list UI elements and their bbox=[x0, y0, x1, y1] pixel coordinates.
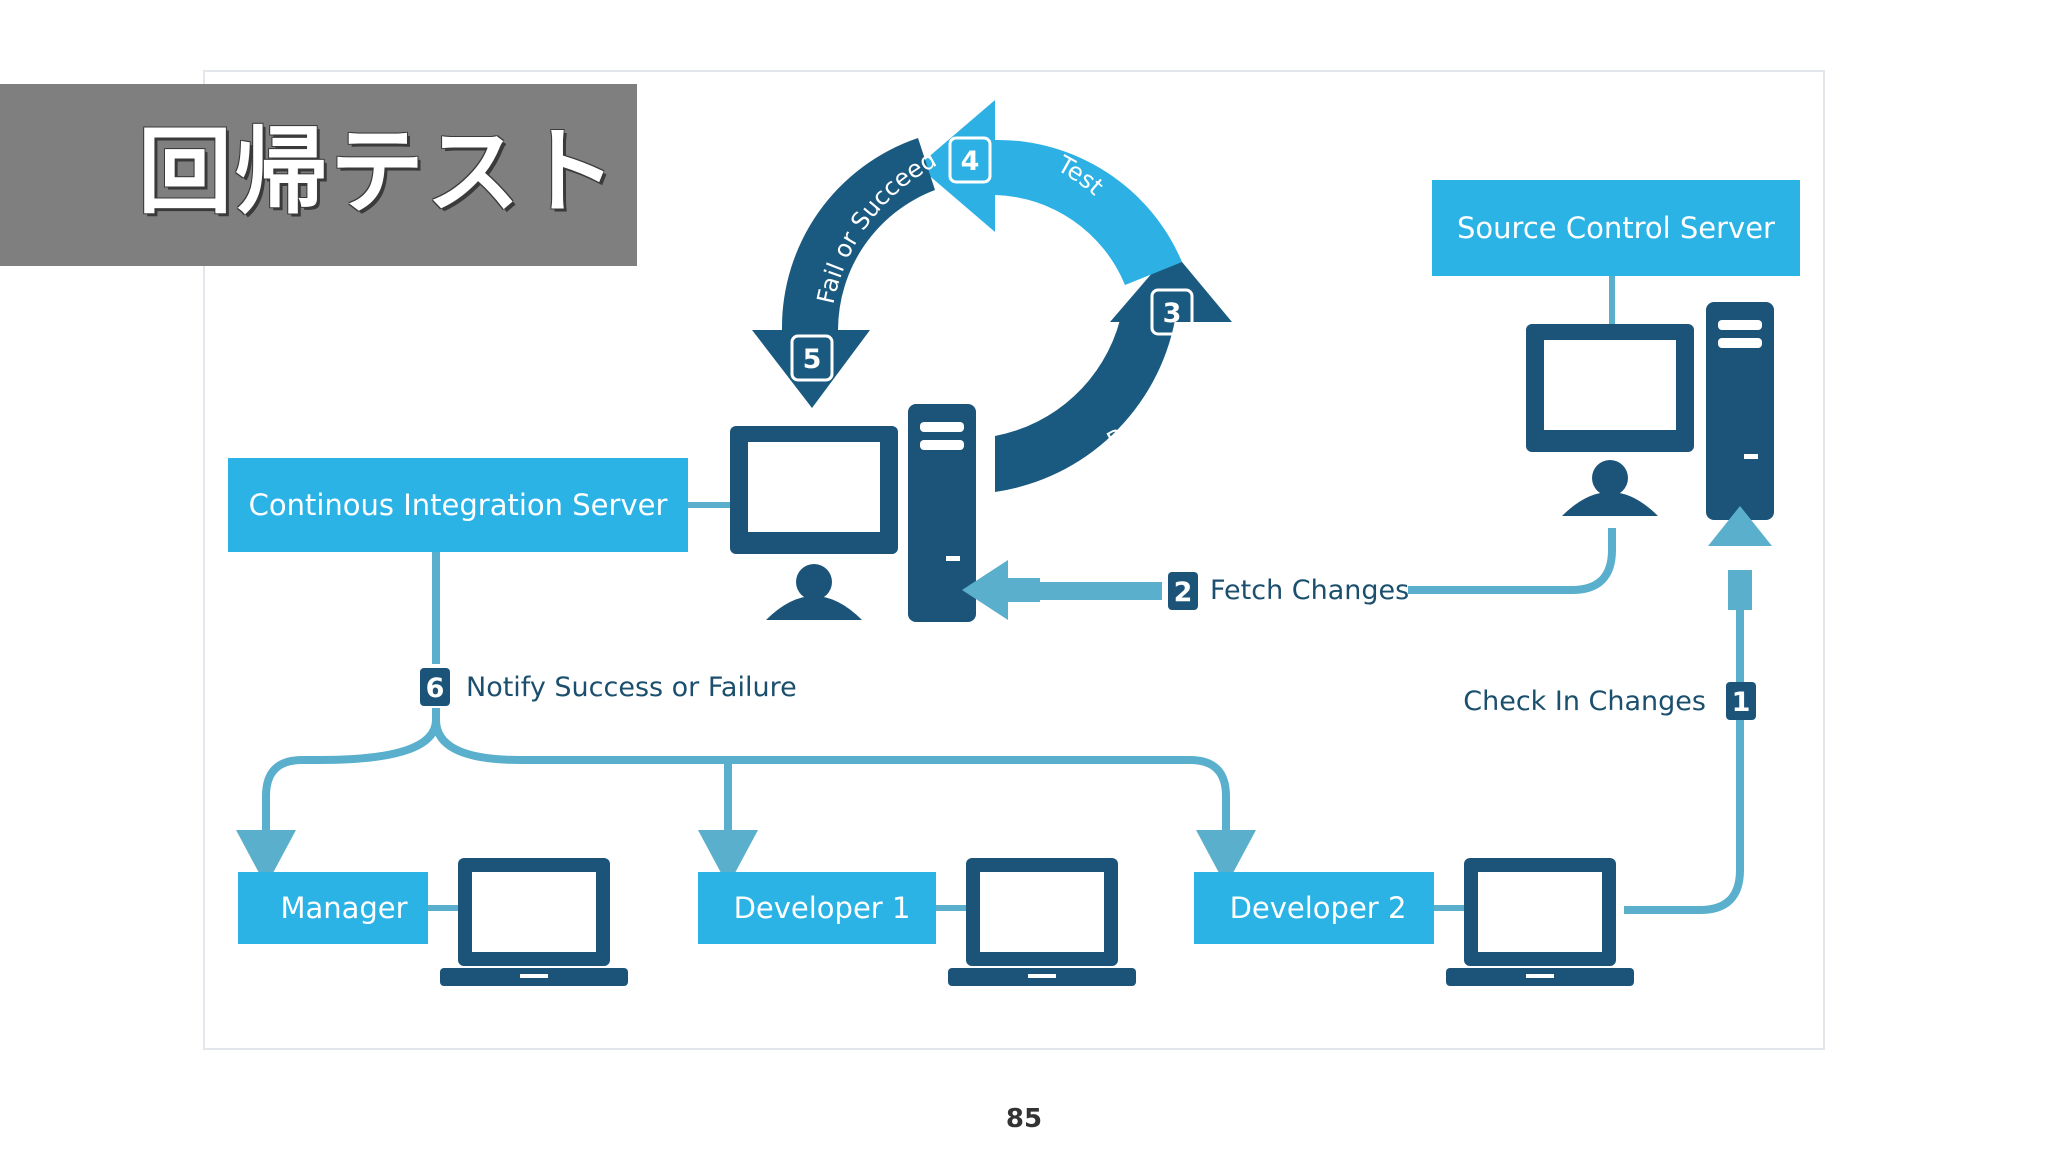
step-5-badge: 5 bbox=[790, 334, 834, 382]
fetch-changes-flow: 2 Fetch Changes bbox=[962, 528, 1616, 620]
build-test-cycle: 3 4 5 Test Build Fail or Succeed bbox=[752, 100, 1232, 492]
build-arc bbox=[995, 320, 1175, 492]
tower-pc-icon bbox=[908, 404, 976, 622]
source-server-label: Source Control Server bbox=[1457, 211, 1775, 245]
user-icon bbox=[766, 564, 862, 620]
step-3-badge: 3 bbox=[1150, 288, 1194, 336]
ci-server-label: Continous Integration Server bbox=[249, 488, 668, 522]
step-4-badge: 4 bbox=[948, 136, 992, 184]
developer2-node: Developer 2 bbox=[1194, 858, 1634, 986]
svg-text:6: 6 bbox=[426, 673, 445, 704]
notify-flow: 6 Notify Success or Failure bbox=[236, 552, 1256, 886]
desktop-computer-icon bbox=[1526, 324, 1694, 452]
tower-pc-icon bbox=[1706, 302, 1774, 520]
manager-arrowhead bbox=[236, 830, 296, 886]
svg-text:1: 1 bbox=[1732, 687, 1751, 718]
ci-server-node: Continous Integration Server bbox=[228, 404, 976, 622]
ci-server-box bbox=[228, 458, 688, 552]
step-6-badge bbox=[420, 668, 450, 706]
svg-text:5: 5 bbox=[803, 344, 822, 375]
check-in-changes-label: Check In Changes bbox=[1463, 686, 1706, 717]
check-in-flow: 1 Check In Changes bbox=[1463, 506, 1772, 914]
svg-text:4: 4 bbox=[961, 146, 980, 177]
svg-text:2: 2 bbox=[1174, 577, 1193, 608]
source-control-node: Source Control Server bbox=[1432, 180, 1800, 520]
user-icon bbox=[1562, 460, 1658, 516]
title-banner bbox=[0, 84, 637, 266]
manager-label: Manager bbox=[280, 891, 407, 925]
page-number: 85 bbox=[1005, 1104, 1043, 1134]
check-in-arrowhead bbox=[1708, 506, 1772, 546]
developer2-arrowhead bbox=[1196, 830, 1256, 886]
fail-succeed-arc bbox=[781, 138, 935, 330]
fail-succeed-arrowhead bbox=[752, 330, 870, 408]
laptop-icon bbox=[440, 858, 628, 986]
step-1-badge bbox=[1726, 682, 1756, 720]
manager-node: Manager bbox=[238, 858, 628, 986]
source-server-box bbox=[1432, 180, 1800, 276]
step-2-badge bbox=[1168, 572, 1198, 610]
laptop-icon bbox=[1446, 858, 1634, 986]
build-arrowhead bbox=[1110, 250, 1232, 322]
page-title: 回帰テスト bbox=[138, 118, 619, 227]
notify-label: Notify Success or Failure bbox=[466, 672, 797, 703]
test-arrowhead bbox=[918, 100, 995, 232]
developer1-box bbox=[698, 872, 936, 944]
developer1-arrowhead bbox=[698, 830, 758, 886]
desktop-computer-icon bbox=[730, 426, 898, 554]
developer2-box bbox=[1194, 872, 1434, 944]
fetch-arrowhead bbox=[962, 560, 1008, 620]
laptop-icon bbox=[948, 858, 1136, 986]
fetch-changes-label: Fetch Changes bbox=[1210, 575, 1409, 606]
developer1-node: Developer 1 bbox=[698, 858, 1136, 986]
svg-text:3: 3 bbox=[1163, 298, 1182, 329]
developer2-label: Developer 2 bbox=[1230, 891, 1407, 925]
test-arc bbox=[995, 139, 1182, 285]
developer1-label: Developer 1 bbox=[734, 891, 911, 925]
manager-box bbox=[238, 872, 428, 944]
